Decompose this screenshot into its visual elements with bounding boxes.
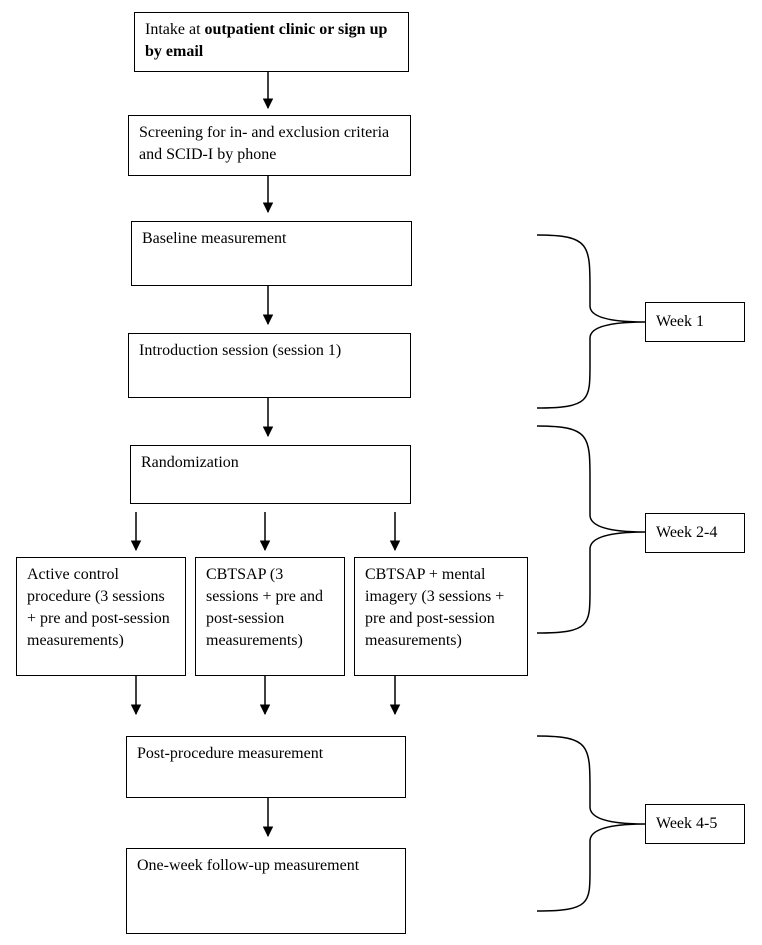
baseline-box: Baseline measurement <box>131 221 412 286</box>
intake-prefix: Intake at <box>145 21 205 38</box>
week-4-5-label: Week 4-5 <box>645 804 745 844</box>
follow-up-box: One-week follow-up measurement <box>126 848 406 934</box>
cbtsap-box: CBTSAP (3 sessions + pre and post-sessio… <box>195 557 345 676</box>
intake-bold-text: outpatient clinic or sign up by email <box>145 21 388 60</box>
week-2-4-label: Week 2-4 <box>645 513 745 553</box>
post-procedure-box: Post-procedure measurement <box>126 736 406 798</box>
active-control-box: Active control procedure (3 sessions + p… <box>16 557 186 676</box>
cbtsap-imagery-box: CBTSAP + mental imagery (3 sessions + pr… <box>354 557 528 676</box>
brace-week-1 <box>536 234 646 409</box>
brace-week-4-5 <box>536 735 646 912</box>
randomization-box: Randomization <box>130 445 411 504</box>
introduction-box: Introduction session (session 1) <box>128 333 411 398</box>
screening-box: Screening for in- and exclusion criteria… <box>128 115 411 176</box>
intake-box: Intake at outpatient clinic or sign up b… <box>134 12 409 72</box>
week-1-label: Week 1 <box>645 302 745 342</box>
brace-week-2-4 <box>536 425 646 634</box>
